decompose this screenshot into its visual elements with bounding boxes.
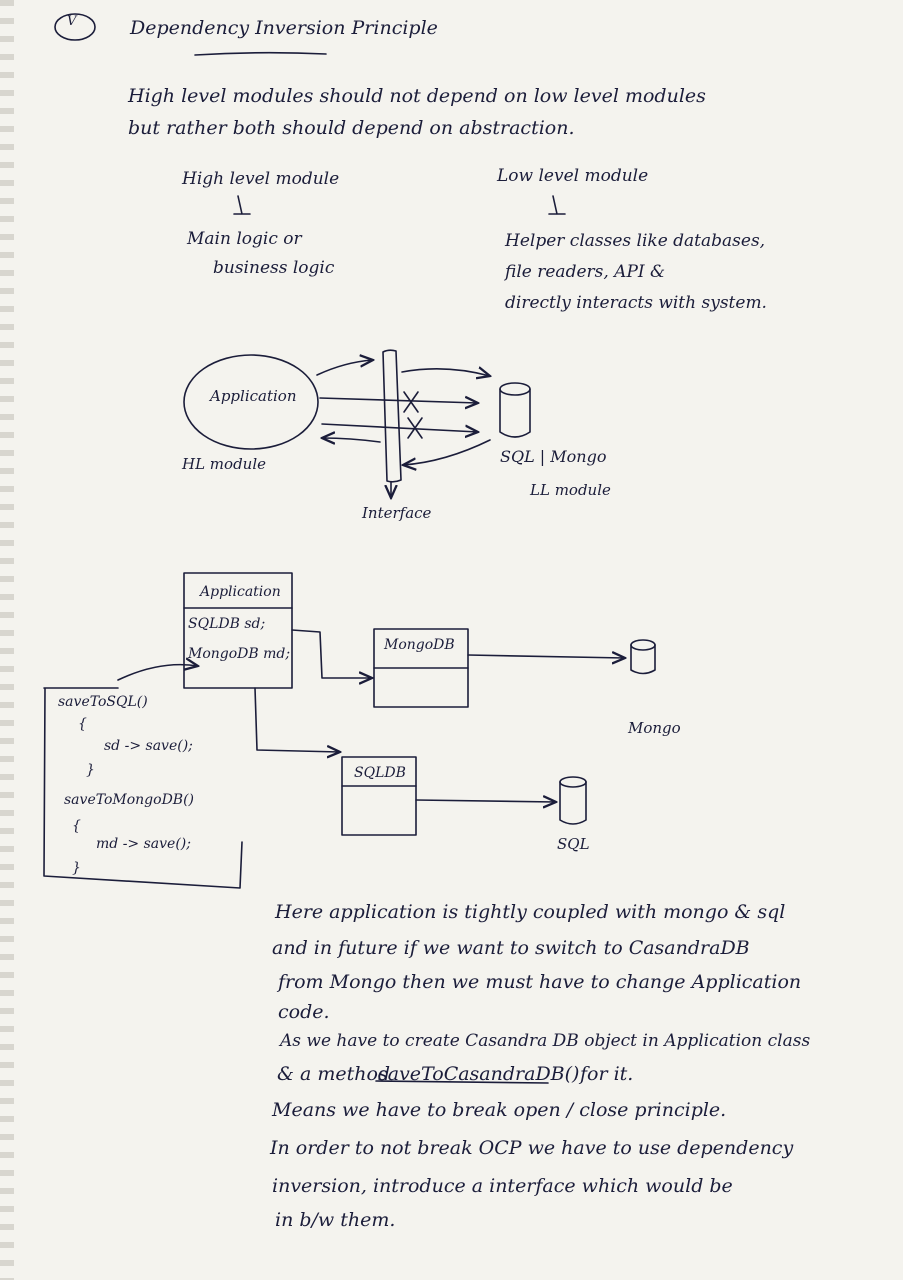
note-line-8: In order to not break OCP we have to use… bbox=[270, 1137, 794, 1159]
arrow-mongodb-to-db bbox=[467, 655, 625, 658]
code-close-2: } bbox=[72, 860, 81, 876]
db-label: SQL | Mongo bbox=[500, 447, 607, 466]
code-body-2: md -> save(); bbox=[96, 836, 191, 852]
definition-line-1: High level modules should not depend on … bbox=[128, 85, 706, 107]
down-arrow-low bbox=[548, 195, 566, 215]
section-number: V bbox=[67, 14, 77, 29]
arrow-sqldb-to-db bbox=[415, 800, 556, 802]
code-close-1: } bbox=[86, 762, 95, 778]
arrow-interface-to-db bbox=[401, 369, 490, 376]
application-field-sqldb: SQLDB sd; bbox=[188, 616, 266, 632]
application-label: Application bbox=[210, 387, 297, 405]
note-method-name: saveToCasandraDB() bbox=[378, 1063, 580, 1085]
code-open-1: { bbox=[78, 716, 87, 732]
method-underline bbox=[375, 1080, 549, 1084]
note-line-10: in b/w them. bbox=[275, 1209, 396, 1231]
cross-mark-1 bbox=[403, 391, 419, 413]
arrow-app-to-sqldb bbox=[254, 687, 340, 752]
note-line-1: Here application is tightly coupled with… bbox=[275, 901, 786, 923]
sql-label: SQL bbox=[557, 835, 590, 853]
note-line-4: code. bbox=[278, 1001, 330, 1023]
code-method-1: saveToSQL() bbox=[58, 694, 148, 710]
low-level-desc-1: Helper classes like databases, bbox=[505, 231, 766, 251]
low-level-desc-2: file readers, API & bbox=[505, 262, 666, 282]
high-level-label: High level module bbox=[182, 169, 340, 189]
diagram-interface bbox=[183, 349, 531, 498]
cross-mark-2 bbox=[407, 417, 423, 439]
down-arrow-high bbox=[233, 195, 251, 215]
note-line-2: and in future if we want to switch to Ca… bbox=[272, 937, 750, 959]
spiral-binding-edge bbox=[0, 0, 14, 1280]
database-icon-sql bbox=[559, 776, 587, 825]
mongodb-class-name: MongoDB bbox=[384, 637, 455, 653]
note-line-5: As we have to create Casandra DB object … bbox=[280, 1031, 811, 1051]
diagram-tight-coupling bbox=[43, 572, 656, 889]
application-class-name: Application bbox=[200, 584, 281, 600]
code-method-2: saveToMongoDB() bbox=[64, 792, 195, 808]
low-level-desc-3: directly interacts with system. bbox=[505, 293, 767, 313]
sqldb-class-box bbox=[341, 756, 417, 836]
interface-label: Interface bbox=[362, 504, 432, 522]
mongo-label: Mongo bbox=[628, 719, 681, 737]
database-icon-mongo bbox=[630, 639, 656, 675]
note-line-6-end: for it. bbox=[580, 1063, 634, 1085]
note-line-7: Means we have to break open / close prin… bbox=[272, 1099, 727, 1121]
note-line-6-start: & a method bbox=[277, 1063, 391, 1085]
note-line-3: from Mongo then we must have to change A… bbox=[278, 971, 802, 993]
application-field-mongodb: MongoDB md; bbox=[188, 646, 291, 662]
definition-line-2: but rather both should depend on abstrac… bbox=[128, 117, 575, 139]
hl-module-label: HL module bbox=[182, 455, 267, 473]
low-level-label: Low level module bbox=[497, 166, 649, 186]
interface-bar bbox=[382, 349, 402, 483]
title-underline bbox=[194, 51, 327, 56]
note-line-9: inversion, introduce a interface which w… bbox=[272, 1175, 733, 1197]
page-title: Dependency Inversion Principle bbox=[130, 17, 438, 39]
arrow-direct-blocked-2 bbox=[321, 423, 478, 432]
arrow-db-to-interface bbox=[403, 439, 491, 465]
arrow-direct-blocked-1 bbox=[319, 398, 478, 403]
code-open-2: { bbox=[72, 818, 81, 834]
arrow-code-to-app bbox=[117, 665, 198, 681]
arrow-app-to-interface bbox=[316, 360, 373, 376]
arrow-app-to-mongodb bbox=[291, 629, 372, 678]
arrow-interface-to-app bbox=[322, 438, 381, 442]
high-level-desc-2: business logic bbox=[213, 258, 335, 278]
code-body-1: sd -> save(); bbox=[104, 738, 193, 754]
number-circle bbox=[54, 13, 96, 41]
ll-module-label: LL module bbox=[530, 481, 611, 499]
high-level-desc-1: Main logic or bbox=[187, 229, 302, 249]
application-ellipse bbox=[183, 354, 319, 450]
sqldb-class-name: SQLDB bbox=[354, 765, 406, 781]
database-icon-1 bbox=[499, 382, 531, 438]
code-box bbox=[43, 687, 243, 889]
